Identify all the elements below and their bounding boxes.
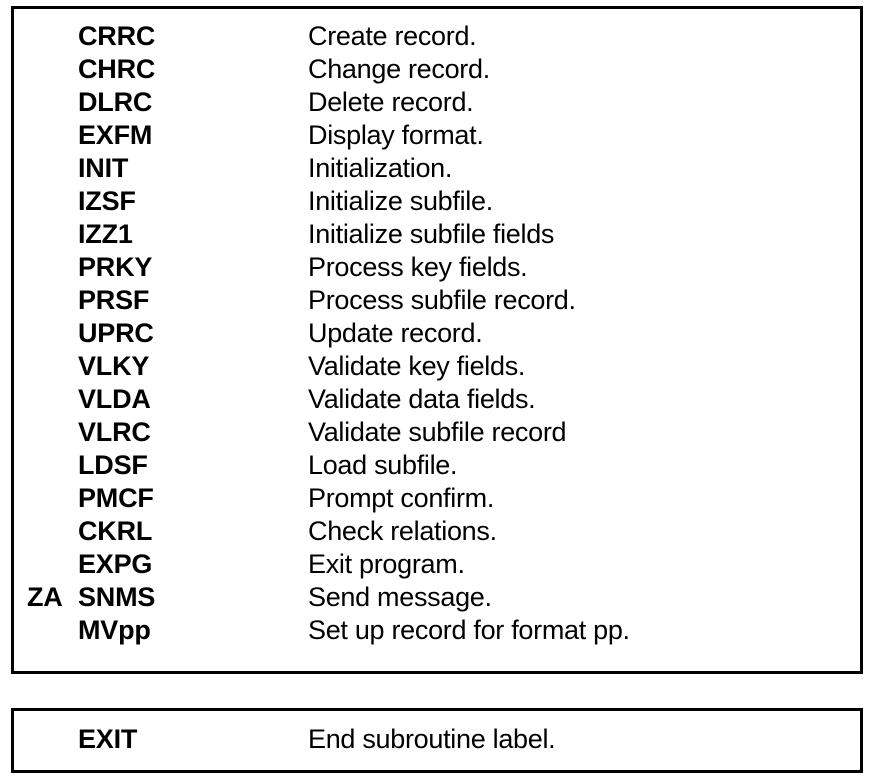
table-row: IZSF Initialize subfile.: [14, 185, 860, 218]
row-description: Initialization.: [308, 153, 453, 183]
row-description: Load subfile.: [308, 450, 458, 480]
row-description: Delete record.: [308, 87, 474, 117]
row-description: Exit program.: [308, 549, 465, 579]
row-code: INIT: [78, 153, 129, 183]
table-row: CKRL Check relations.: [14, 515, 860, 548]
row-description: Set up record for format pp.: [308, 615, 630, 645]
row-description: Create record.: [308, 21, 477, 51]
table-row: EXIT End subroutine label.: [14, 719, 860, 759]
table-row: PMCF Prompt confirm.: [14, 482, 860, 515]
row-code: SNMS: [78, 582, 156, 612]
row-code: PMCF: [78, 483, 154, 513]
row-code: EXIT: [78, 724, 138, 754]
table-row: VLKY Validate key fields.: [14, 350, 860, 383]
table-row: CHRC Change record.: [14, 53, 860, 86]
row-description: Change record.: [308, 54, 490, 84]
row-description: Check relations.: [308, 516, 497, 546]
row-code: LDSF: [78, 450, 148, 480]
row-description: Validate subfile record: [308, 417, 567, 447]
table-row: DLRC Delete record.: [14, 86, 860, 119]
row-description: Initialize subfile.: [308, 186, 493, 216]
row-description: Prompt confirm.: [308, 483, 495, 513]
row-code: UPRC: [78, 318, 154, 348]
row-code: CHRC: [78, 54, 156, 84]
row-code: DLRC: [78, 87, 153, 117]
row-code: VLRC: [78, 417, 151, 447]
row-description: Initialize subfile fields: [308, 219, 555, 249]
row-code: PRKY: [78, 252, 153, 282]
row-code: CKRL: [78, 516, 153, 546]
table-row: PRSF Process subfile record.: [14, 284, 860, 317]
row-prefix: ZA: [27, 582, 63, 612]
row-description: Validate data fields.: [308, 384, 536, 414]
table-row: MVpp Set up record for format pp.: [14, 614, 860, 647]
table-row: UPRC Update record.: [14, 317, 860, 350]
exit-row-list: EXIT End subroutine label.: [14, 719, 860, 759]
table-row: LDSF Load subfile.: [14, 449, 860, 482]
row-code: VLDA: [78, 384, 151, 414]
row-code: PRSF: [78, 285, 150, 315]
row-description: Update record.: [308, 318, 483, 348]
table-row: PRKY Process key fields.: [14, 251, 860, 284]
row-code: MVpp: [78, 615, 151, 645]
row-description: Send message.: [308, 582, 492, 612]
table-row: ZA SNMS Send message.: [14, 581, 860, 614]
table-row: EXPG Exit program.: [14, 548, 860, 581]
table-row: INIT Initialization.: [14, 152, 860, 185]
table-row: VLDA Validate data fields.: [14, 383, 860, 416]
exit-label-panel: EXIT End subroutine label.: [11, 708, 863, 773]
table-row: EXFM Display format.: [14, 119, 860, 152]
row-description: Process subfile record.: [308, 285, 576, 315]
row-code: IZZ1: [78, 219, 133, 249]
row-description: Process key fields.: [308, 252, 528, 282]
row-description: End subroutine label.: [308, 724, 556, 754]
row-description: Display format.: [308, 120, 484, 150]
row-code: EXFM: [78, 120, 153, 150]
row-code: IZSF: [78, 186, 136, 216]
row-code: VLKY: [78, 351, 150, 381]
table-row: CRRC Create record.: [14, 20, 860, 53]
row-description: Validate key fields.: [308, 351, 526, 381]
row-code: CRRC: [78, 21, 156, 51]
table-row: IZZ1 Initialize subfile fields: [14, 218, 860, 251]
row-code: EXPG: [78, 549, 153, 579]
table-row: VLRC Validate subfile record: [14, 416, 860, 449]
